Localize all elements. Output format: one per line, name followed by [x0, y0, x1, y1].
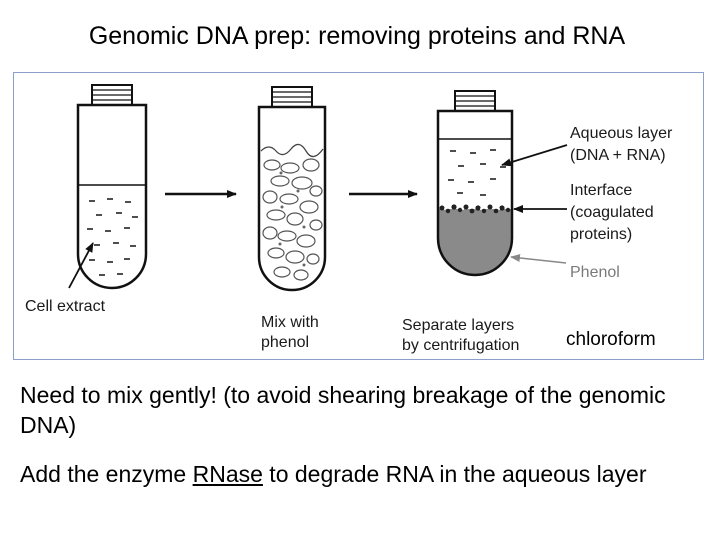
chloroform-label: chloroform: [566, 329, 656, 350]
label-interface-line2: (coagulated: [570, 204, 654, 221]
phenol-pointer: [510, 253, 567, 264]
label-mix-line2: phenol: [261, 334, 310, 351]
label-mix-line1: Mix with: [261, 314, 319, 331]
label-interface-line3: proteins): [570, 226, 633, 243]
label-cell-extract: Cell extract: [25, 298, 106, 315]
note-rnase-before: Add the enzyme: [20, 461, 193, 487]
rnase-term: RNase: [192, 461, 263, 487]
phenol-extraction-figure: Cell extract Mix with phenol Separate la…: [13, 72, 704, 360]
label-aqueous-line2: (DNA + RNA): [570, 147, 666, 164]
label-aqueous-line1: Aqueous layer: [570, 125, 673, 142]
note-mix-gently: Need to mix gently! (to avoid shearing b…: [20, 382, 666, 438]
note-rnase: Add the enzyme RNase to degrade RNA in t…: [20, 459, 700, 489]
tube-cell-extract: [76, 84, 148, 290]
label-separate-line2: by centrifugation: [402, 337, 520, 354]
label-interface-line1: Interface: [570, 182, 633, 199]
label-separate-line1: Separate layers: [402, 317, 515, 334]
note-rnase-after: to degrade RNA in the aqueous layer: [262, 461, 647, 487]
slide-title: Genomic DNA prep: removing proteins and …: [88, 22, 626, 50]
cell-extract-pointer: [68, 242, 94, 289]
aqueous-pointer: [501, 144, 568, 167]
label-phenol: Phenol: [570, 264, 620, 281]
tubes-diagram: [68, 84, 568, 292]
tube-mix-phenol: [257, 86, 327, 292]
tube-separated-layers: [436, 90, 514, 277]
